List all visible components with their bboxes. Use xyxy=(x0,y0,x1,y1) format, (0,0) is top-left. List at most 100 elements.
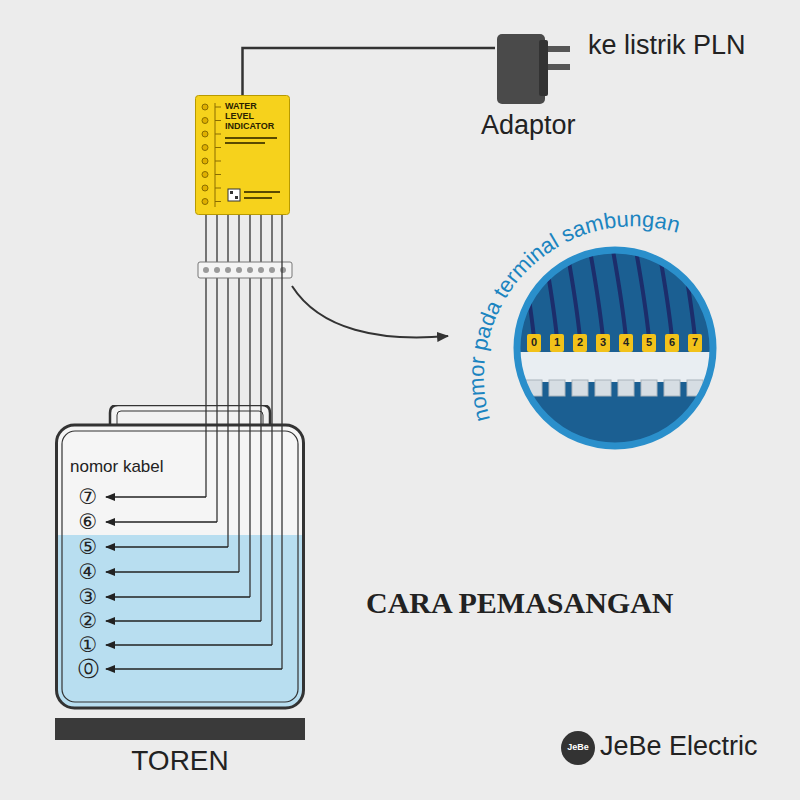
scale-tick xyxy=(215,161,221,162)
terminal-block xyxy=(198,262,292,278)
cable-number: ② xyxy=(74,608,102,634)
callout-ring xyxy=(517,250,713,446)
sensor-wire xyxy=(249,215,250,597)
fine-print xyxy=(225,137,277,139)
closeup-wire xyxy=(520,245,534,338)
terminal-tooth xyxy=(687,380,703,396)
cable-number: ① xyxy=(74,632,102,658)
connector-wire xyxy=(281,215,282,425)
qr-dot xyxy=(235,196,238,199)
cable-number: ⑥ xyxy=(74,509,102,535)
adaptor-face xyxy=(539,40,548,96)
terminal-tooth xyxy=(526,380,542,396)
closeup-wire xyxy=(543,245,557,338)
scale-tick xyxy=(215,134,221,135)
terminal-tooth xyxy=(618,380,634,396)
tank-outline xyxy=(57,425,304,708)
tag-number: 1 xyxy=(550,336,564,348)
adaptor-body xyxy=(497,34,545,104)
tag-number: 7 xyxy=(688,336,702,348)
level-led xyxy=(202,145,208,151)
callout-photo xyxy=(505,245,725,446)
level-arrow xyxy=(106,668,282,669)
level-led xyxy=(202,118,208,124)
plug-prong xyxy=(548,64,570,70)
closeup-wire xyxy=(681,245,695,338)
sensor-wire xyxy=(281,425,282,669)
connector-wire xyxy=(243,48,496,95)
tank-inner-outline xyxy=(62,431,298,702)
closeup-wire xyxy=(566,245,580,338)
sensor-wire xyxy=(260,215,261,621)
level-arrow xyxy=(106,644,272,645)
wire-tag xyxy=(550,334,564,352)
level-led xyxy=(202,172,208,178)
wire-tag xyxy=(527,334,541,352)
scale-tick xyxy=(215,147,221,148)
level-led xyxy=(202,131,208,137)
level-arrow xyxy=(106,496,206,497)
wire-tag xyxy=(596,334,610,352)
brand-name: JeBe Electric xyxy=(600,731,758,762)
terminal-closeup xyxy=(505,245,725,396)
tag-number: 0 xyxy=(527,336,541,348)
closeup-wire xyxy=(635,245,649,338)
level-arrow xyxy=(106,596,250,597)
terminal-screw xyxy=(214,267,220,273)
wire-tag xyxy=(688,334,702,352)
fine-print xyxy=(244,191,280,193)
logo-circle xyxy=(561,731,595,765)
sensor-wire xyxy=(216,215,217,522)
callout-background xyxy=(519,252,711,444)
sensor-wire xyxy=(271,215,272,645)
tag-number: 5 xyxy=(642,336,656,348)
tag-number: 6 xyxy=(665,336,679,348)
tag-number: 3 xyxy=(596,336,610,348)
plug-prong xyxy=(548,46,570,52)
indicator-title: WATER LEVEL INDICATOR xyxy=(225,101,281,131)
terminal-screws xyxy=(203,267,286,273)
qr-code xyxy=(228,189,240,201)
logo-mark: JeBe xyxy=(560,742,596,752)
tank-water xyxy=(57,535,304,708)
terminal-tooth xyxy=(549,380,565,396)
level-arrow xyxy=(106,620,261,621)
level-arrow xyxy=(106,546,228,547)
terminal-screw xyxy=(225,267,231,273)
terminal-tooth xyxy=(664,380,680,396)
curved-label: nomor pada terminal sambungan xyxy=(464,206,683,424)
scale-tick xyxy=(215,120,221,121)
scale-tick xyxy=(215,174,221,175)
terminal-strip xyxy=(198,262,292,278)
terminal-tooth xyxy=(572,380,588,396)
diagram-title: CARA PEMASANGAN xyxy=(366,586,674,620)
terminal-screw xyxy=(236,267,242,273)
closeup-wire xyxy=(658,245,672,338)
adaptor-shape xyxy=(495,32,575,107)
wire-tag xyxy=(573,334,587,352)
sensor-wire xyxy=(238,215,239,572)
wire-tag xyxy=(665,334,679,352)
tag-number: 2 xyxy=(573,336,587,348)
terminal-tooth xyxy=(641,380,657,396)
closeup-wire xyxy=(589,245,603,338)
terminal-screw xyxy=(247,267,253,273)
fine-print xyxy=(244,197,272,199)
cable-number: ③ xyxy=(74,584,102,610)
power-note: ke listrik PLN xyxy=(588,30,746,61)
adaptor-label: Adaptor xyxy=(481,110,576,141)
sensor-wires xyxy=(206,215,282,669)
cable-number: ⓪ xyxy=(74,656,102,682)
terminal-screw xyxy=(269,267,275,273)
terminal-strip xyxy=(505,352,725,382)
tag-number: 4 xyxy=(619,336,633,348)
sensor-wire xyxy=(227,215,228,547)
cable-number: ⑦ xyxy=(74,484,102,510)
scale-tick xyxy=(215,107,221,108)
level-led xyxy=(202,158,208,164)
adaptor-node: Adaptor xyxy=(495,32,575,107)
